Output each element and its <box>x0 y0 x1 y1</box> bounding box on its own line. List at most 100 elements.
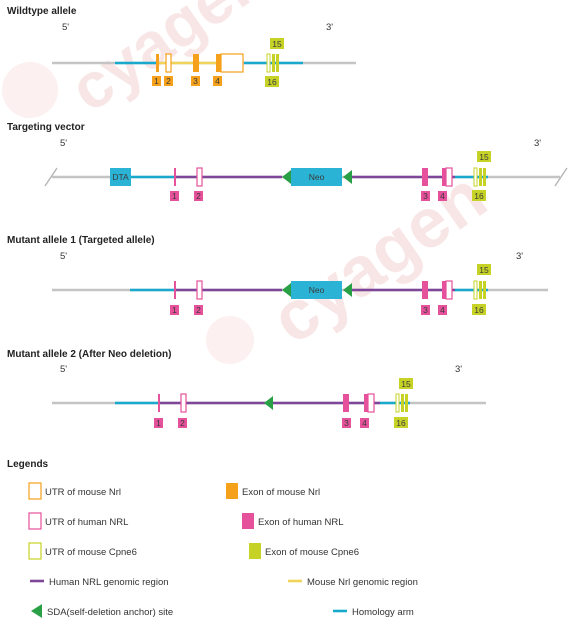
cpne6-exon-16 <box>401 394 404 412</box>
exon-15-label: 15 <box>401 379 411 389</box>
exon-3 <box>422 281 428 299</box>
exon-4-label: 4 <box>440 191 445 201</box>
exon-4 <box>216 54 221 72</box>
three-prime-label: 3' <box>455 364 462 375</box>
break-mark-right <box>554 167 568 187</box>
exon-2-label-box <box>178 418 187 428</box>
exon-2-utr <box>196 280 203 300</box>
exon-15-label-box <box>399 378 413 389</box>
exon-3-label-box <box>421 191 430 201</box>
legends: Legends UTR of mouse Nrl Exon of mouse N… <box>7 459 418 618</box>
legend-utr-mouse-cpne6-label: UTR of mouse Cpne6 <box>45 547 137 558</box>
exon-2-utr <box>165 53 172 73</box>
legend-exon-mouse-nrl-label: Exon of mouse Nrl <box>242 487 320 498</box>
exon-15-label-box <box>270 38 284 49</box>
legend-utr-mouse-nrl-swatch <box>28 482 42 500</box>
five-prime-label: 5' <box>60 138 67 149</box>
exon-3-label: 3 <box>423 191 428 201</box>
exon-16-label: 16 <box>474 305 484 315</box>
five-prime-label: 5' <box>62 22 69 33</box>
exon-4-utr <box>220 53 244 73</box>
five-prime-label: 5' <box>60 364 67 375</box>
exon-4-label: 4 <box>440 305 445 315</box>
exon-16-label: 16 <box>396 418 406 428</box>
cpne6-exon-16 <box>479 281 482 299</box>
exon-15-label-box <box>477 264 491 275</box>
exon-1-label-box <box>170 305 179 315</box>
three-prime-label: 3' <box>534 138 541 149</box>
legend-homology-label: Homology arm <box>352 607 414 618</box>
cpne6-exon-16 <box>479 168 482 186</box>
exon-1-label: 1 <box>172 191 177 201</box>
exon-4-label-box <box>213 76 222 86</box>
panel-targeting-vector: Targeting vector 5' 3' DTA Neo 1 2 3 4 <box>7 122 568 201</box>
exon-1 <box>156 54 159 72</box>
neo-cassette <box>291 281 342 299</box>
exon-4-utr <box>445 167 453 187</box>
legend-exon-mouse-cpne6-swatch <box>249 543 261 559</box>
cpne6-exon-15 <box>473 167 478 187</box>
exon-3-label-box <box>191 76 200 86</box>
exon-4 <box>364 394 368 412</box>
exon-15-label: 15 <box>479 152 489 162</box>
cpne6-exon-16b <box>483 281 486 299</box>
legend-exon-human-nrl-swatch <box>242 513 254 529</box>
exon-15-label: 15 <box>479 265 489 275</box>
panel-mutant-allele-2: Mutant allele 2 (After Neo deletion) 5' … <box>7 349 486 428</box>
exon-3 <box>343 394 349 412</box>
exon-16-label-box <box>265 76 279 87</box>
exon-4-label: 4 <box>362 418 367 428</box>
exon-1-label: 1 <box>156 418 161 428</box>
legend-utr-human-nrl-swatch <box>28 512 42 530</box>
exon-2-utr <box>180 393 187 413</box>
sda-site-left-icon <box>282 170 291 184</box>
cpne6-exon-16b <box>405 394 408 412</box>
legend-exon-mouse-nrl-swatch <box>226 483 238 499</box>
exon-3-label-box <box>342 418 351 428</box>
legend-utr-human-nrl-label: UTR of human NRL <box>45 517 128 528</box>
exon-16-label-box <box>394 417 408 428</box>
legend-mouse-region-label: Mouse Nrl genomic region <box>307 577 418 588</box>
cpne6-exon-15 <box>473 280 478 300</box>
exon-1-label: 1 <box>172 305 177 315</box>
five-prime-label: 5' <box>60 251 67 262</box>
exon-1 <box>174 168 176 186</box>
neo-label: Neo <box>309 172 325 182</box>
exon-2-label-box <box>194 305 203 315</box>
exon-4-label-box <box>438 305 447 315</box>
legend-exon-human-nrl-label: Exon of human NRL <box>258 517 344 528</box>
exon-4-utr <box>445 280 453 300</box>
exon-2-label-box <box>164 76 173 86</box>
dta-label: DTA <box>112 172 129 182</box>
cpne6-exon-16b <box>483 168 486 186</box>
cpne6-exon-16b <box>276 54 279 72</box>
break-mark-left <box>44 167 58 187</box>
exon-2-utr <box>196 167 203 187</box>
sda-site-right-icon <box>343 283 352 297</box>
exon-2-label-box <box>194 191 203 201</box>
cpne6-exon-16 <box>272 54 275 72</box>
exon-4 <box>442 168 446 186</box>
exon-1-label: 1 <box>154 76 159 86</box>
exon-4-utr <box>367 393 375 413</box>
legend-sda-label: SDA(self-deletion anchor) site <box>47 607 173 618</box>
exon-2-label: 2 <box>196 305 201 315</box>
exon-15-label: 15 <box>272 39 282 49</box>
panel-title: Targeting vector <box>7 122 85 133</box>
exon-2-label: 2 <box>180 418 185 428</box>
exon-4 <box>442 281 446 299</box>
legend-utr-mouse-nrl-label: UTR of mouse Nrl <box>45 487 121 498</box>
legend-utr-mouse-cpne6-swatch <box>28 542 42 560</box>
panel-mutant-allele-1: Mutant allele 1 (Targeted allele) 5' 3' … <box>7 235 548 315</box>
watermark-logo-center <box>206 316 254 364</box>
sda-site-right-icon <box>343 170 352 184</box>
cpne6-exon-15 <box>395 393 400 413</box>
neo-cassette <box>291 168 342 186</box>
cpne6-exon-15 <box>266 53 271 73</box>
exon-3-label: 3 <box>423 305 428 315</box>
exon-3 <box>422 168 428 186</box>
exon-4-label-box <box>438 191 447 201</box>
watermark-logo-left <box>2 62 58 118</box>
three-prime-label: 3' <box>326 22 333 33</box>
exon-3-label-box <box>421 305 430 315</box>
